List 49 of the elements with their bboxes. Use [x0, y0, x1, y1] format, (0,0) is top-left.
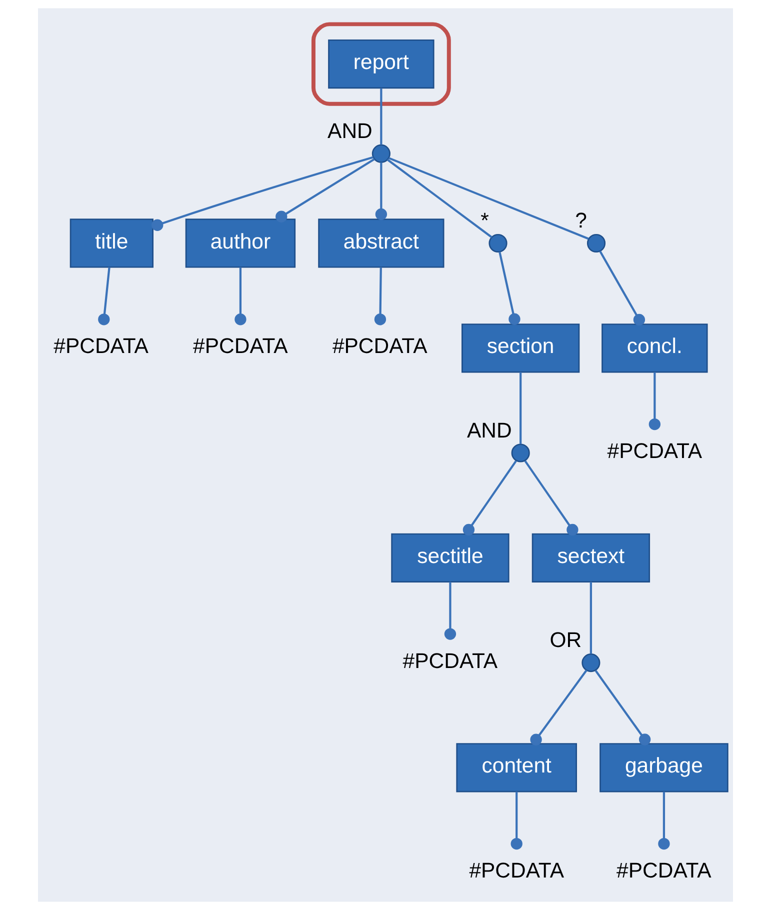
connector — [98, 267, 110, 326]
node-label: OR — [550, 628, 582, 652]
node-box: garbage — [600, 743, 728, 792]
node-text: #PCDATA — [402, 648, 498, 673]
node-circle — [582, 653, 600, 672]
node-text: #PCDATA — [616, 858, 712, 883]
connector — [594, 670, 651, 746]
connector — [590, 582, 592, 654]
connector — [234, 267, 246, 326]
connector — [152, 156, 374, 231]
connector — [658, 792, 670, 850]
node-text: #PCDATA — [607, 439, 702, 464]
node-box: concl. — [602, 324, 708, 373]
connector — [498, 252, 520, 325]
cluster — [311, 22, 451, 106]
connector — [524, 460, 578, 536]
connector — [380, 88, 382, 145]
connector — [444, 582, 456, 640]
node-circle — [488, 234, 508, 253]
node-text: #PCDATA — [469, 858, 564, 883]
connector — [386, 158, 492, 238]
node-text: #PCDATA — [193, 334, 288, 358]
node-circle — [586, 234, 606, 253]
connector — [520, 372, 522, 444]
node-text: #PCDATA — [54, 334, 148, 358]
node-box: content — [456, 743, 577, 792]
node-box: sectitle — [391, 533, 510, 582]
connector — [374, 267, 386, 326]
node-box: abstract — [318, 218, 444, 268]
connector — [462, 460, 517, 536]
node-label: * — [480, 208, 489, 233]
connector — [530, 670, 588, 746]
connector — [648, 372, 661, 430]
connector — [276, 158, 375, 222]
node-box: title — [70, 218, 154, 268]
node-circle — [511, 444, 530, 462]
connector — [599, 250, 646, 326]
node-box: author — [185, 218, 296, 268]
node-box: report — [328, 39, 434, 89]
node-label: AND — [466, 418, 512, 442]
connector — [388, 157, 589, 240]
node-circle — [372, 144, 390, 163]
connector — [375, 162, 388, 220]
node-text: #PCDATA — [332, 334, 428, 358]
node-box: sectext — [532, 533, 650, 582]
node-label: AND — [328, 119, 372, 144]
node-box: section — [462, 324, 580, 373]
node-label: ? — [575, 208, 587, 233]
connector — [510, 792, 522, 850]
